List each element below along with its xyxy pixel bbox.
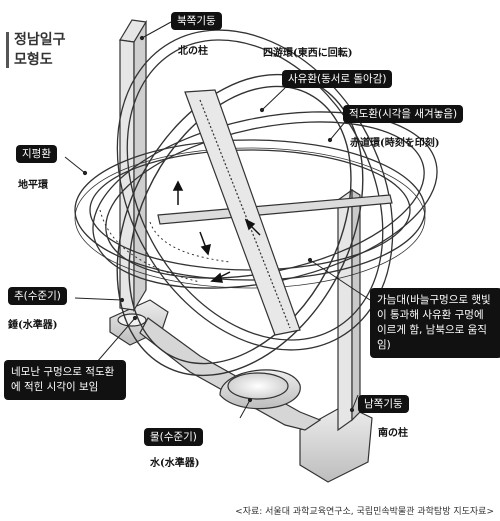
sighting-bar bbox=[157, 89, 393, 336]
title-line-1: 정남일구 bbox=[14, 32, 66, 48]
label-square-hole: 네모난 구멍으로 적도환에 적힌 시각이 보임 bbox=[4, 360, 126, 400]
diagram-title: 정남일구 모형도 bbox=[6, 30, 66, 70]
caption-sayuhwan: 四游環(東西に回転) bbox=[263, 48, 353, 59]
rotation-arrows bbox=[172, 180, 261, 283]
caption-north-pillar: 北の柱 bbox=[178, 46, 208, 57]
water-basin bbox=[227, 372, 289, 400]
title-line-2: 모형도 bbox=[14, 52, 53, 68]
meridian-ring bbox=[116, 29, 394, 351]
caption-south-pillar: 南の柱 bbox=[378, 428, 408, 439]
caption-chu: 錘(水準器) bbox=[8, 320, 58, 331]
label-sayuhwan: 사유환(동서로 돌아감) bbox=[282, 70, 393, 88]
leader-lines bbox=[64, 21, 371, 419]
label-south-pillar: 남쪽기둥 bbox=[358, 395, 409, 413]
horizon-ring bbox=[74, 139, 426, 289]
title-bar bbox=[6, 32, 9, 68]
base-platform bbox=[109, 299, 373, 483]
label-ganeumdae: 가늠대(바늘구멍으로 햇빛이 통과해 사유환 구멍에 이르게 함, 남북으로 움… bbox=[370, 288, 500, 358]
caption-jeokdohwan: 赤道環(時刻を印刻) bbox=[350, 138, 440, 149]
label-jipyeonghwan: 지평환 bbox=[16, 145, 57, 163]
label-north-pillar: 북쪽기둥 bbox=[171, 12, 222, 30]
caption-water-level: 水(水準器) bbox=[150, 458, 200, 469]
label-chu: 추(수준기) bbox=[8, 287, 67, 305]
label-water-level: 물(수준기) bbox=[144, 428, 203, 446]
label-jeokdohwan: 적도환(시각을 새겨놓음) bbox=[343, 105, 464, 123]
source-note: <자료: 서울대 과학교육연구소, 국립민속박물관 과학탐방 지도자료> bbox=[235, 507, 494, 517]
caption-jipyeonghwan: 地平環 bbox=[18, 180, 48, 191]
